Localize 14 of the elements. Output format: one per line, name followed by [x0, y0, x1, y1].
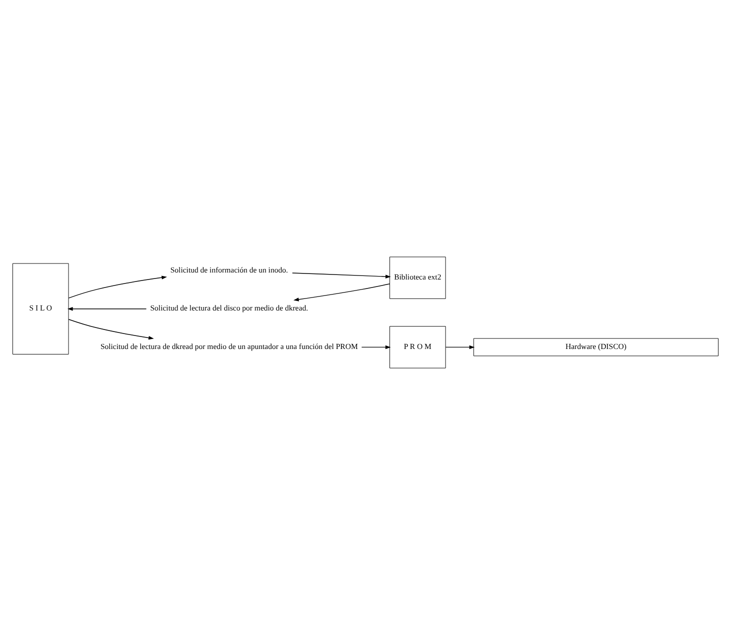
arrow — [445, 345, 475, 350]
node-box: Hardware (DISCO) — [473, 338, 718, 356]
arrow — [361, 345, 391, 350]
arrow — [292, 272, 391, 278]
arrow — [68, 276, 168, 298]
node-text: Solicitud de lectura de dkread por medio de un apuntador a una función del PROM — [100, 342, 358, 352]
node-box: Biblioteca ext2 — [390, 256, 446, 299]
arrow — [67, 306, 147, 311]
arrow — [293, 284, 390, 302]
arrow — [68, 318, 154, 340]
node-text: Solicitud de información de un inodo. — [170, 265, 288, 274]
node-box: S I L O — [12, 263, 69, 354]
node-text: Solicitud de lectura del disco por medio de dkread. — [150, 304, 308, 313]
node-box: P R O M — [390, 326, 446, 368]
